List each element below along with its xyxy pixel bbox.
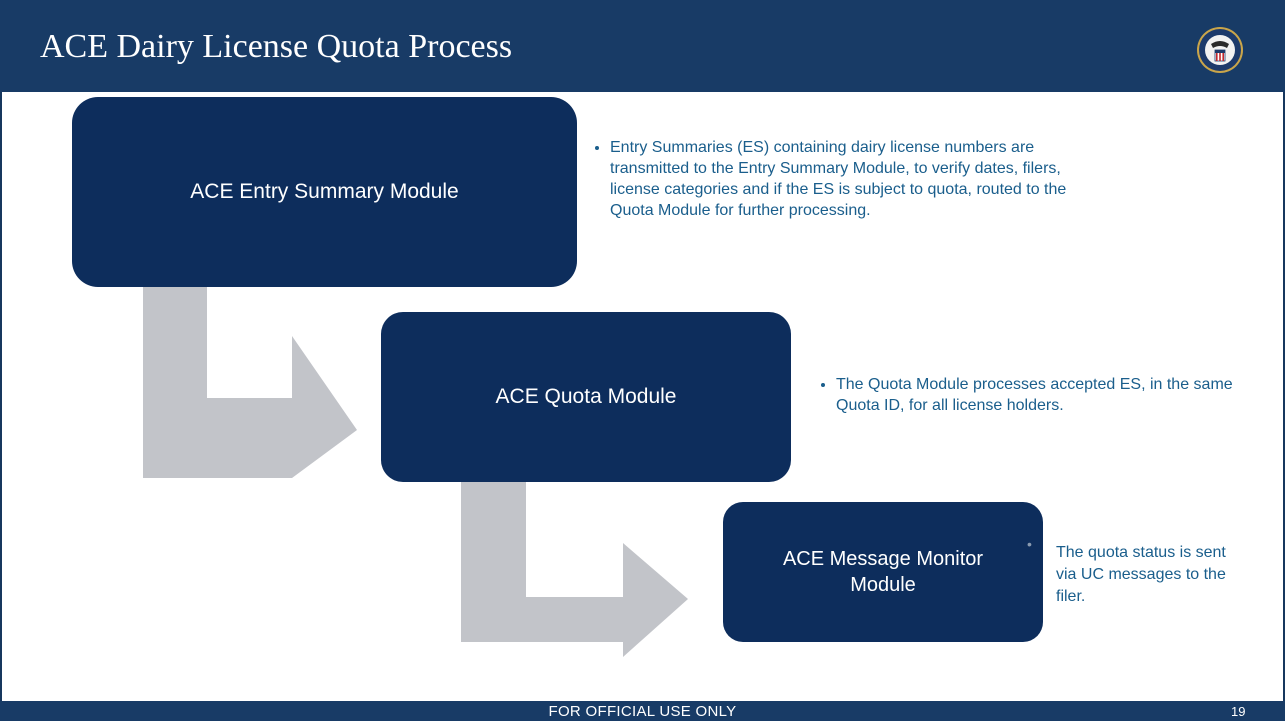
step-description-text: Entry Summaries (ES) containing dairy li…: [610, 137, 1090, 221]
step-label: ACE Entry Summary Module: [190, 180, 459, 203]
slide-footer: FOR OFFICIAL USE ONLY 19: [0, 701, 1285, 721]
page-number: 19: [1231, 704, 1246, 719]
step-label: ACE Message Monitor Module: [782, 548, 984, 596]
slide-header: ACE Dairy License Quota Process: [0, 0, 1285, 92]
step-box-quota: ACE Quota Module: [381, 312, 791, 482]
step-box-message-monitor: ACE Message Monitor Module: [723, 502, 1043, 642]
step-description-message-monitor: The quota status is sent via UC messages…: [1056, 542, 1236, 608]
slide-title: ACE Dairy License Quota Process: [40, 28, 513, 65]
bullet-icon: •: [1027, 536, 1032, 552]
footer-text: FOR OFFICIAL USE ONLY: [548, 703, 737, 720]
flow-arrow-1: [143, 287, 357, 478]
flow-arrow-2: [461, 482, 688, 657]
step-description-text: The quota status is sent via UC messages…: [1056, 544, 1226, 605]
step-description-entry-summary: Entry Summaries (ES) containing dairy li…: [590, 137, 1090, 221]
step-box-entry-summary: ACE Entry Summary Module: [72, 97, 577, 287]
step-description-text: The Quota Module processes accepted ES, …: [836, 374, 1236, 416]
step-label: ACE Quota Module: [495, 385, 677, 408]
customs-seal-icon: [1197, 27, 1243, 73]
step-description-quota: The Quota Module processes accepted ES, …: [816, 374, 1236, 416]
